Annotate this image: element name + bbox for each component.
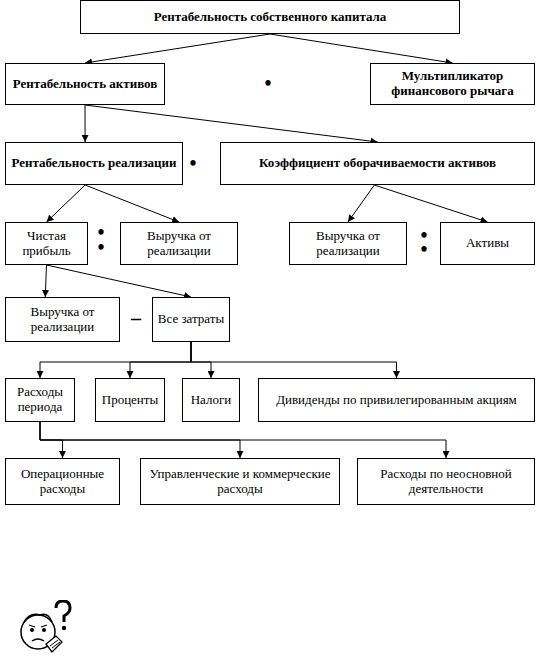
- process-box: Расходы периода: [5, 378, 75, 422]
- connector-arrow: [85, 105, 378, 142]
- operator-sign: •: [189, 153, 196, 173]
- connector-arrow: [47, 185, 86, 222]
- box-label: Операционные расходы: [10, 467, 115, 497]
- process-box: Все затраты: [152, 297, 230, 342]
- box-text-group: Выручка от реализации: [10, 305, 115, 335]
- connector-arrow: [348, 185, 374, 222]
- box-text-group: Рентабельность собственного капитала: [154, 10, 387, 25]
- box-label: Выручка от реализации: [125, 229, 233, 259]
- box-text-group: Дивиденды по привилегированным акциям: [276, 393, 517, 408]
- box-text-group: Чистая прибыль: [10, 229, 83, 259]
- connector-arrow: [191, 342, 397, 378]
- process-box: Рентабельность собственного капитала: [80, 0, 460, 34]
- box-label: Активы: [466, 236, 509, 251]
- box-label: Расходы по неосновной деятельности: [362, 467, 530, 497]
- box-text-group: Активы: [466, 236, 509, 251]
- process-box: Активы: [440, 222, 535, 265]
- connector-arrow: [85, 105, 86, 142]
- process-box: Рентабельность активов: [5, 63, 165, 105]
- box-text-group: Выручка от реализации: [294, 229, 402, 259]
- box-text-group: Выручка от реализации: [125, 229, 233, 259]
- box-label: Дивиденды по привилегированным акциям: [276, 393, 517, 408]
- connector-arrow: [45, 265, 46, 297]
- connector-arrow: [40, 422, 446, 458]
- operator-sign: –: [131, 308, 141, 328]
- box-text-group: Операционные расходы: [10, 467, 115, 497]
- box-label: Расходы периода: [10, 385, 70, 415]
- connector-arrow: [130, 342, 191, 378]
- box-label: Мультипликатор финансового рычага: [375, 69, 530, 99]
- thinking-face-icon: [12, 600, 82, 658]
- connector-arrow: [374, 185, 487, 222]
- box-label: Выручка от реализации: [10, 305, 115, 335]
- process-box: Дивиденды по привилегированным акциям: [258, 378, 535, 422]
- box-label: Проценты: [102, 393, 159, 408]
- box-label: Рентабельность реализации: [11, 156, 176, 171]
- process-box: Операционные расходы: [5, 458, 120, 505]
- box-label: Рентабельность собственного капитала: [154, 10, 387, 25]
- box-label: Управленческие и коммерческие расходы: [145, 467, 335, 497]
- process-box: Расходы по неосновной деятельности: [357, 458, 535, 505]
- process-box: Проценты: [95, 378, 165, 422]
- box-text-group: Расходы периода: [10, 385, 70, 415]
- connector-arrow: [85, 185, 179, 222]
- box-text-group: Рентабельность активов: [13, 77, 158, 92]
- box-label: Налоги: [191, 393, 232, 408]
- connector-arrow: [85, 34, 270, 63]
- connector-arrow: [270, 34, 453, 63]
- box-text-group: Расходы по неосновной деятельности: [362, 467, 530, 497]
- process-box: Налоги: [182, 378, 240, 422]
- process-box: Рентабельность реализации: [5, 142, 183, 185]
- box-text-group: Налоги: [191, 393, 232, 408]
- box-text-group: Мультипликатор финансового рычага: [375, 69, 530, 99]
- process-box: Выручка от реализации: [5, 297, 120, 342]
- process-box: Выручка от реализации: [120, 222, 238, 265]
- process-box: Коэффициент оборачиваемости активов: [220, 142, 535, 185]
- box-text-group: Управленческие и коммерческие расходы: [145, 467, 335, 497]
- process-box: Чистая прибыль: [5, 222, 88, 265]
- box-text-group: Коэффициент оборачиваемости активов: [259, 156, 496, 171]
- operator-sign: •: [420, 239, 427, 259]
- process-box: Выручка от реализации: [289, 222, 407, 265]
- box-text-group: Рентабельность реализации: [11, 156, 176, 171]
- connector-arrow: [40, 342, 191, 378]
- operator-sign: •: [97, 237, 104, 257]
- box-text-group: Все затраты: [158, 312, 224, 327]
- connector-arrow: [191, 342, 211, 378]
- operator-sign: •: [264, 73, 271, 93]
- process-box: Мультипликатор финансового рычага: [370, 63, 535, 105]
- box-label: Чистая прибыль: [10, 229, 83, 259]
- box-label: Все затраты: [158, 312, 224, 327]
- connector-arrow: [47, 265, 192, 297]
- process-box: Управленческие и коммерческие расходы: [140, 458, 340, 505]
- box-label: Выручка от реализации: [294, 229, 402, 259]
- box-label: Коэффициент оборачиваемости активов: [259, 156, 496, 171]
- box-label: Рентабельность активов: [13, 77, 158, 92]
- box-text-group: Проценты: [102, 393, 159, 408]
